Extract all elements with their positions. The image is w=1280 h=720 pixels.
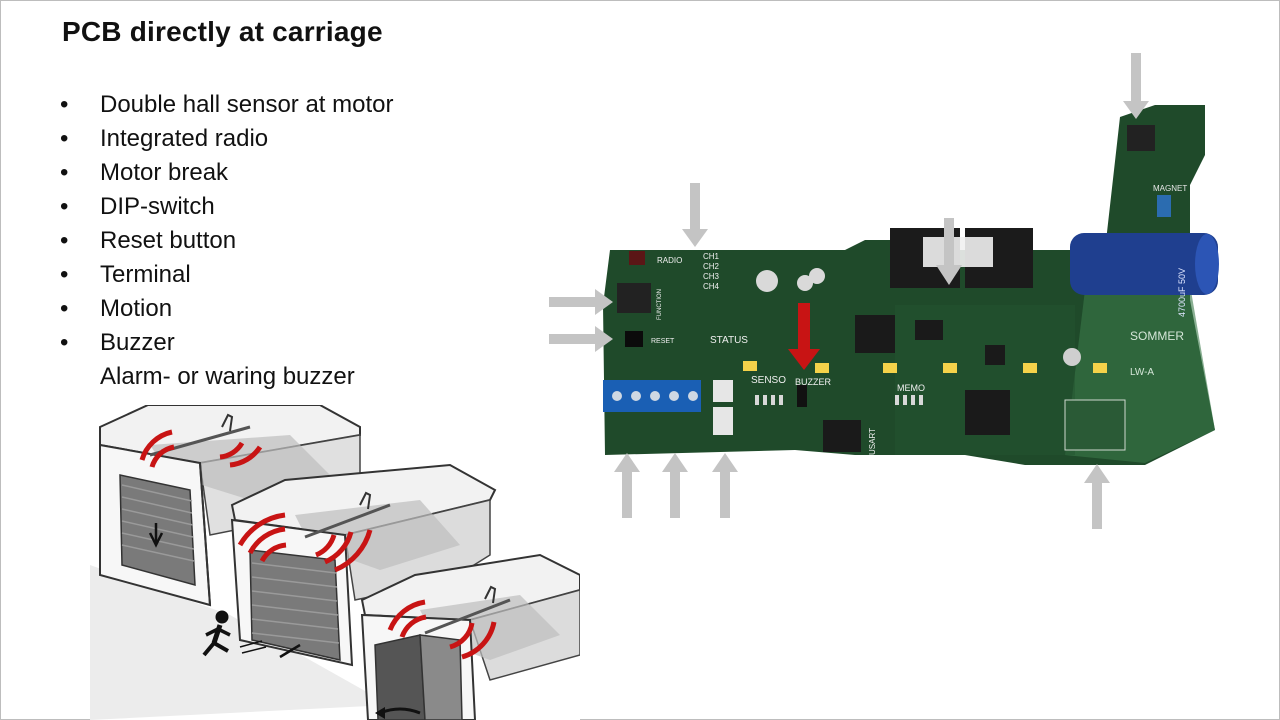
bullet-marker: • xyxy=(60,91,69,118)
model-label: LW-A xyxy=(1130,367,1154,378)
led xyxy=(743,361,757,371)
garage-unit xyxy=(360,553,580,720)
status-label: STATUS xyxy=(710,335,748,346)
bullet-marker: • xyxy=(60,295,69,322)
led xyxy=(883,363,897,373)
bullet-text: Double hall sensor at motor xyxy=(100,91,394,118)
terminal-block xyxy=(603,380,701,412)
bullet-text: Motion xyxy=(100,295,173,322)
ch4-label: CH4 xyxy=(703,282,720,291)
bullet-text: Buzzer xyxy=(100,329,175,356)
bullet-marker: • xyxy=(60,159,69,186)
garage-illustration xyxy=(90,405,580,720)
radio-button xyxy=(629,251,645,265)
ch3-label: CH3 xyxy=(703,272,720,281)
usart-label: USART xyxy=(868,428,877,455)
header-pins xyxy=(755,385,923,407)
arrow-motor-break-icon xyxy=(936,218,962,285)
memo-label: MEMO xyxy=(897,383,925,393)
led xyxy=(1023,363,1037,373)
magnet-label: MAGNET xyxy=(1153,184,1187,193)
arrow-terminal-icon xyxy=(614,453,640,518)
ch1-label: CH1 xyxy=(703,252,720,261)
led xyxy=(815,363,829,373)
ch2-label: CH2 xyxy=(703,262,720,271)
person-icon xyxy=(202,610,301,659)
pointer-arrows xyxy=(549,53,1149,529)
capacitor-rating: 4700uF 50V xyxy=(1177,268,1187,317)
bullet-marker: • xyxy=(60,125,69,152)
bullet-text: Integrated radio xyxy=(100,125,269,152)
led xyxy=(1093,363,1107,373)
slide-title: PCB directly at carriage xyxy=(62,16,383,47)
bullet-marker: • xyxy=(60,193,69,220)
arrow-radio-icon xyxy=(682,183,708,247)
connector xyxy=(713,380,733,402)
reset-button xyxy=(625,331,643,347)
arrow-hall-sensor-icon xyxy=(1123,53,1149,119)
reset-label: RESET xyxy=(651,338,675,345)
senso-label: SENSO xyxy=(751,375,786,386)
capacitor: 4700uF 50V xyxy=(1070,233,1219,317)
bullet-text: Motor break xyxy=(100,159,229,186)
ic-chip xyxy=(915,320,943,340)
garage-unit xyxy=(230,463,497,667)
buzzer-subtext: Alarm- or waring buzzer xyxy=(100,363,355,390)
ic-chip xyxy=(823,420,861,452)
arrow-radio-module-icon xyxy=(1084,464,1110,529)
function-label: FUNCTION xyxy=(657,289,663,320)
hall-sensor-chip xyxy=(1127,125,1155,151)
buzzer-label: BUZZER xyxy=(795,377,832,387)
connector xyxy=(713,407,733,435)
brand-label: SOMMER xyxy=(1130,329,1184,343)
radio-module xyxy=(1064,399,1126,451)
bullet-marker: • xyxy=(60,329,69,356)
bullet-text: DIP-switch xyxy=(100,193,215,220)
bullet-marker: • xyxy=(60,227,69,254)
arrow-buzzer-icon xyxy=(788,303,820,370)
ic-chip xyxy=(985,345,1005,365)
dip-switch xyxy=(617,283,651,313)
ic-chip xyxy=(965,390,1010,435)
ic-chip xyxy=(855,315,895,353)
bullet-text: Reset button xyxy=(100,227,237,254)
bullet-text: Terminal xyxy=(100,261,191,288)
arrow-reset-icon xyxy=(549,326,613,352)
arrow-dip-switch-icon xyxy=(549,289,613,315)
pcb-illustration: MAGNET 4700uF 50V RADIO xyxy=(549,53,1219,529)
led xyxy=(943,363,957,373)
arrow-motion-icon xyxy=(662,453,688,518)
arrow-connector-icon xyxy=(712,453,738,518)
bullet-marker: • xyxy=(60,261,69,288)
radio-label: RADIO xyxy=(657,256,682,265)
